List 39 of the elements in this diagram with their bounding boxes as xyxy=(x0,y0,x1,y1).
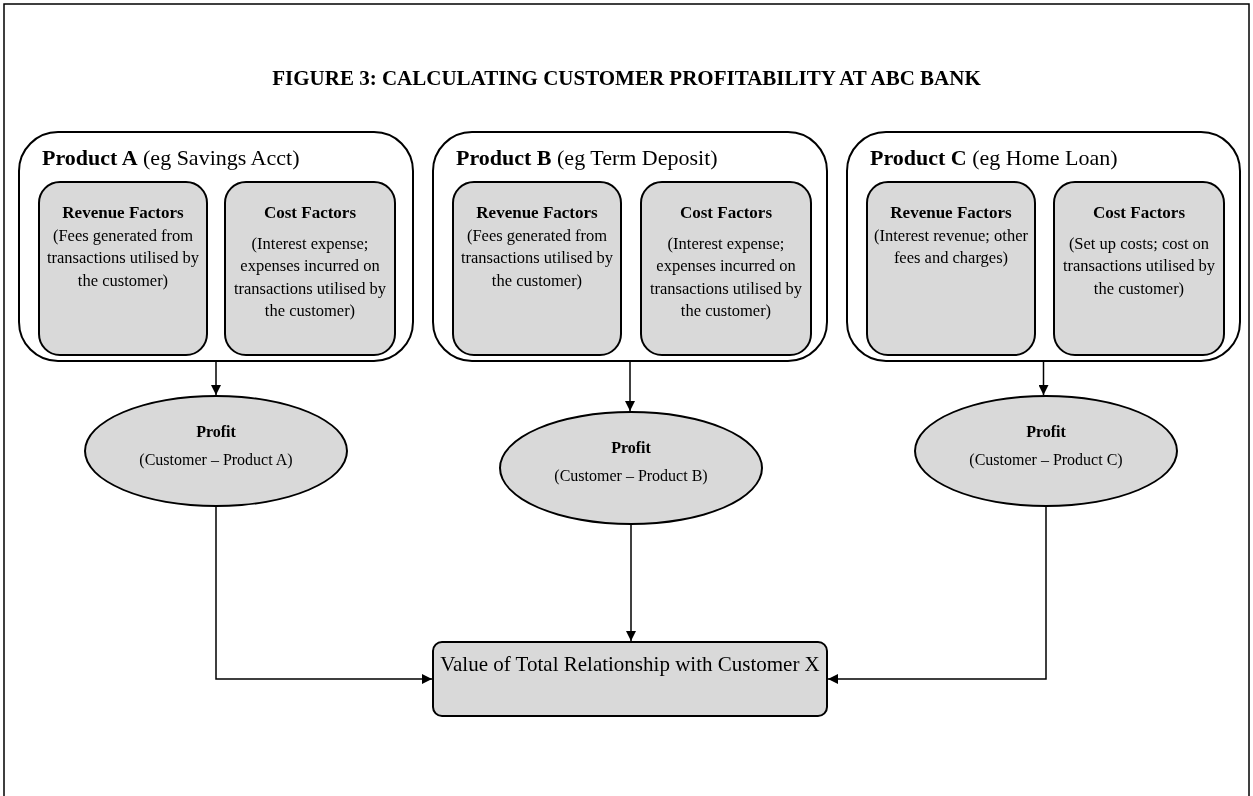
factor-description: (Fees generated from transactions utilised by the customer) xyxy=(45,225,201,292)
factor-box xyxy=(224,181,396,356)
profit-label: Profit xyxy=(1025,423,1067,441)
profit-description: (Customer – Product C) xyxy=(968,451,1124,469)
profit-description: (Customer – Product A) xyxy=(138,451,294,469)
factor-heading: Revenue Factors xyxy=(889,203,1013,223)
arrow xyxy=(1038,361,1049,396)
arrow xyxy=(211,361,221,396)
result-box xyxy=(432,641,828,717)
factor-box xyxy=(866,181,1036,356)
factor-box xyxy=(640,181,812,356)
factor-box xyxy=(38,181,208,356)
profit-label: Profit xyxy=(195,423,237,441)
product-group xyxy=(846,131,1241,362)
factor-box xyxy=(1053,181,1225,356)
factor-box xyxy=(452,181,622,356)
product-heading: Product B (eg Term Deposit) xyxy=(456,145,718,171)
arrow xyxy=(827,506,1047,684)
factor-description: (Interest expense; expenses incurred on transactions utilised by the customer) xyxy=(232,233,388,322)
factor-heading: Revenue Factors xyxy=(61,203,185,223)
arrow xyxy=(215,506,433,684)
product-heading: Product A (eg Savings Acct) xyxy=(42,145,300,171)
factor-description: (Interest revenue; other fees and charges) xyxy=(873,225,1029,270)
factor-heading: Cost Factors xyxy=(262,203,358,223)
factor-heading: Cost Factors xyxy=(1091,203,1187,223)
factor-heading: Cost Factors xyxy=(678,203,774,223)
result-text: Value of Total Relationship with Customer X xyxy=(439,651,821,678)
product-group xyxy=(432,131,828,362)
diagram-title: FIGURE 3: CALCULATING CUSTOMER PROFITABILITY AT ABC BANK xyxy=(271,66,982,91)
factor-description: (Fees generated from transactions utilised by the customer) xyxy=(459,225,615,292)
factor-heading: Revenue Factors xyxy=(475,203,599,223)
arrow xyxy=(626,524,636,642)
profit-label: Profit xyxy=(610,439,652,457)
product-group xyxy=(18,131,414,362)
arrow xyxy=(625,361,635,412)
factor-description: (Interest expense; expenses incurred on transactions utilised by the customer) xyxy=(648,233,804,322)
factor-description: (Set up costs; cost on transactions utilised by the customer) xyxy=(1061,233,1217,300)
product-heading: Product C (eg Home Loan) xyxy=(870,145,1118,171)
profit-description: (Customer – Product B) xyxy=(553,467,709,485)
